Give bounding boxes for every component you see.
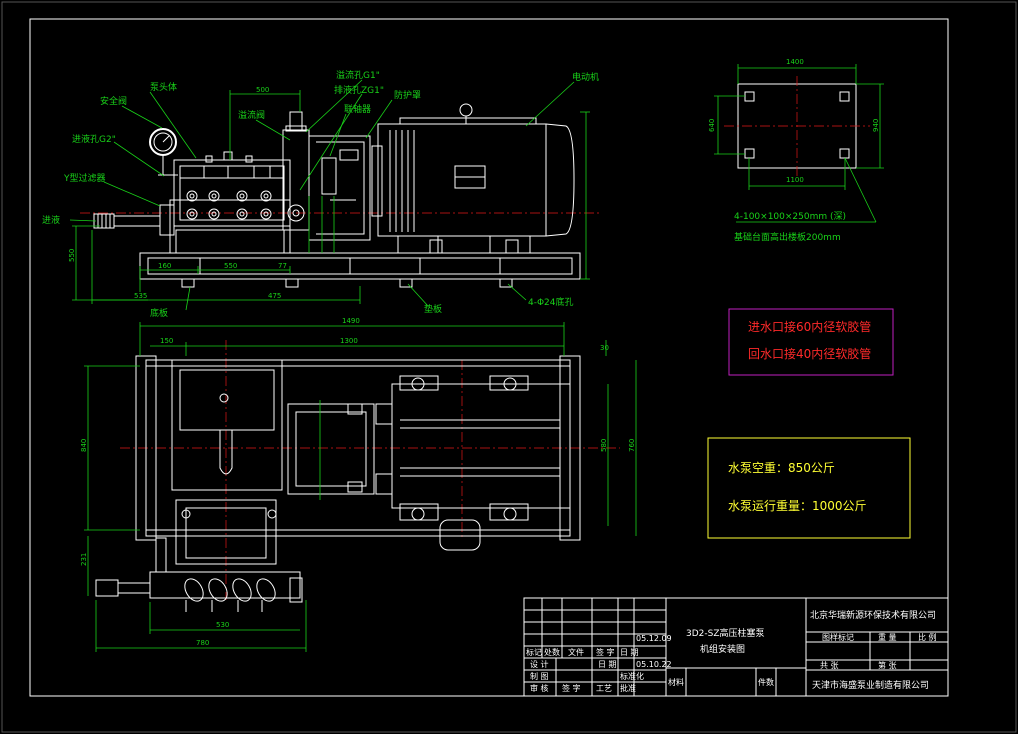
tb-material: 材料 (668, 677, 684, 687)
dim-160: 160 (158, 262, 171, 270)
dim-30: 30 (600, 344, 609, 352)
label-guard: 防护罩 (394, 89, 421, 101)
dim-1400: 1400 (786, 58, 804, 66)
tb-r-design: 设 计 (530, 659, 549, 669)
tb-date-top: 05.12.09 (636, 634, 672, 643)
tb-h-date: 日 期 (620, 648, 639, 657)
label-motor: 电动机 (572, 71, 599, 83)
note-return-hose: 回水口接40内径软胶管 (748, 346, 871, 361)
weight-notes: 水泵空重：850公斤 水泵运行重量：1000公斤 (707, 437, 911, 539)
tb-scale: 比 例 (918, 632, 937, 642)
dim-535: 535 (134, 292, 147, 300)
dim-580: 580 (600, 439, 608, 452)
dim-640: 640 (708, 119, 716, 132)
dim-530: 530 (216, 621, 229, 629)
tb-company-top: 北京华瑞新源环保技术有限公司 (810, 609, 936, 621)
dim-150: 150 (160, 337, 173, 345)
dim-780: 780 (196, 639, 209, 647)
dim-550-v: 550 (68, 249, 76, 262)
tb-r-sign2: 签 字 (562, 683, 581, 693)
label-inlet: 进液 (42, 214, 60, 226)
tb-r-check: 审 核 (530, 683, 549, 693)
tb-sheet-total: 共 张 (820, 661, 839, 670)
tb-stage-mark: 图样标记 (822, 632, 854, 642)
tb-h-count: 处数 (544, 647, 560, 657)
tb-drawing-title-2: 机组安装图 (700, 643, 745, 655)
label-inlet-port: 进液孔G2" (72, 133, 116, 145)
tb-r-stdize: 标准化 (620, 671, 644, 681)
tb-pieces: 件数 (758, 677, 774, 687)
tb-date-bottom: 05.10.22 (636, 660, 672, 669)
note-operating-weight: 水泵运行重量：1000公斤 (728, 499, 867, 513)
note-dry-weight: 水泵空重：850公斤 (728, 461, 835, 475)
note-inlet-hose: 进水口接60内径软胶管 (748, 319, 871, 334)
label-overflow-valve: 溢流阀 (238, 109, 265, 121)
label-base-plate: 底板 (150, 307, 168, 319)
foundation-plan: 1400 1100 640 940 4-100×100×250mm (深) 基础… (708, 58, 884, 243)
dim-840: 840 (80, 439, 88, 452)
hose-notes: 进水口接60内径软胶管 回水口接40内径软胶管 (728, 308, 894, 376)
dim-500: 500 (256, 86, 269, 94)
foundation-note-1: 4-100×100×250mm (深) (734, 211, 846, 222)
drawing-frame (29, 18, 949, 697)
dim-1100: 1100 (786, 176, 804, 184)
side-elevation-view: 电动机 泵头体 安全阀 进液孔G2" Y型过滤器 进液 溢流阀 溢流孔G1" 排… (42, 69, 600, 319)
label-pad-plate: 垫板 (424, 303, 442, 315)
foundation-note-2: 基础台面高出楼板200mm (734, 231, 841, 243)
tb-h-doc: 文件 (568, 647, 584, 657)
tb-r-process: 工艺 (596, 684, 612, 693)
dim-550: 550 (224, 262, 237, 270)
label-overflow-port: 溢流孔G1" (336, 69, 380, 81)
dim-760: 760 (628, 439, 636, 452)
tb-r-date: 日 期 (598, 660, 617, 669)
dim-1300: 1300 (340, 337, 358, 345)
plan-view: 1490 150 1300 30 840 580 760 530 780 231 (80, 317, 637, 652)
tb-sheet-no: 第 张 (878, 660, 897, 670)
dim-77: 77 (278, 262, 287, 270)
label-y-filter: Y型过滤器 (63, 172, 106, 184)
dim-231: 231 (80, 553, 88, 566)
label-safety-valve: 安全阀 (100, 95, 127, 107)
tb-h-sign: 签 字 (596, 647, 615, 657)
tb-r-approve: 批准 (620, 683, 636, 693)
tb-drawing-title-1: 3D2-SZ高压柱塞泵 (686, 627, 765, 639)
dim-475: 475 (268, 292, 281, 300)
label-pump-head: 泵头体 (150, 81, 177, 93)
tb-company-bottom: 天津市海盛泵业制造有限公司 (812, 679, 929, 691)
tb-weight: 重 量 (878, 632, 897, 642)
tb-r-draw: 制 图 (530, 671, 549, 681)
title-block: 05.12.09 标记 处数 文件 签 字 日 期 设 计 日 期 05.10.… (523, 597, 949, 697)
tb-h-mark: 标记 (526, 647, 542, 657)
label-discharge-port: 排液孔ZG1" (334, 84, 384, 96)
dim-1490: 1490 (342, 317, 360, 325)
dim-940: 940 (872, 119, 880, 132)
label-anchor-holes: 4-Φ24底孔 (528, 296, 574, 308)
label-coupling: 联轴器 (344, 103, 371, 115)
